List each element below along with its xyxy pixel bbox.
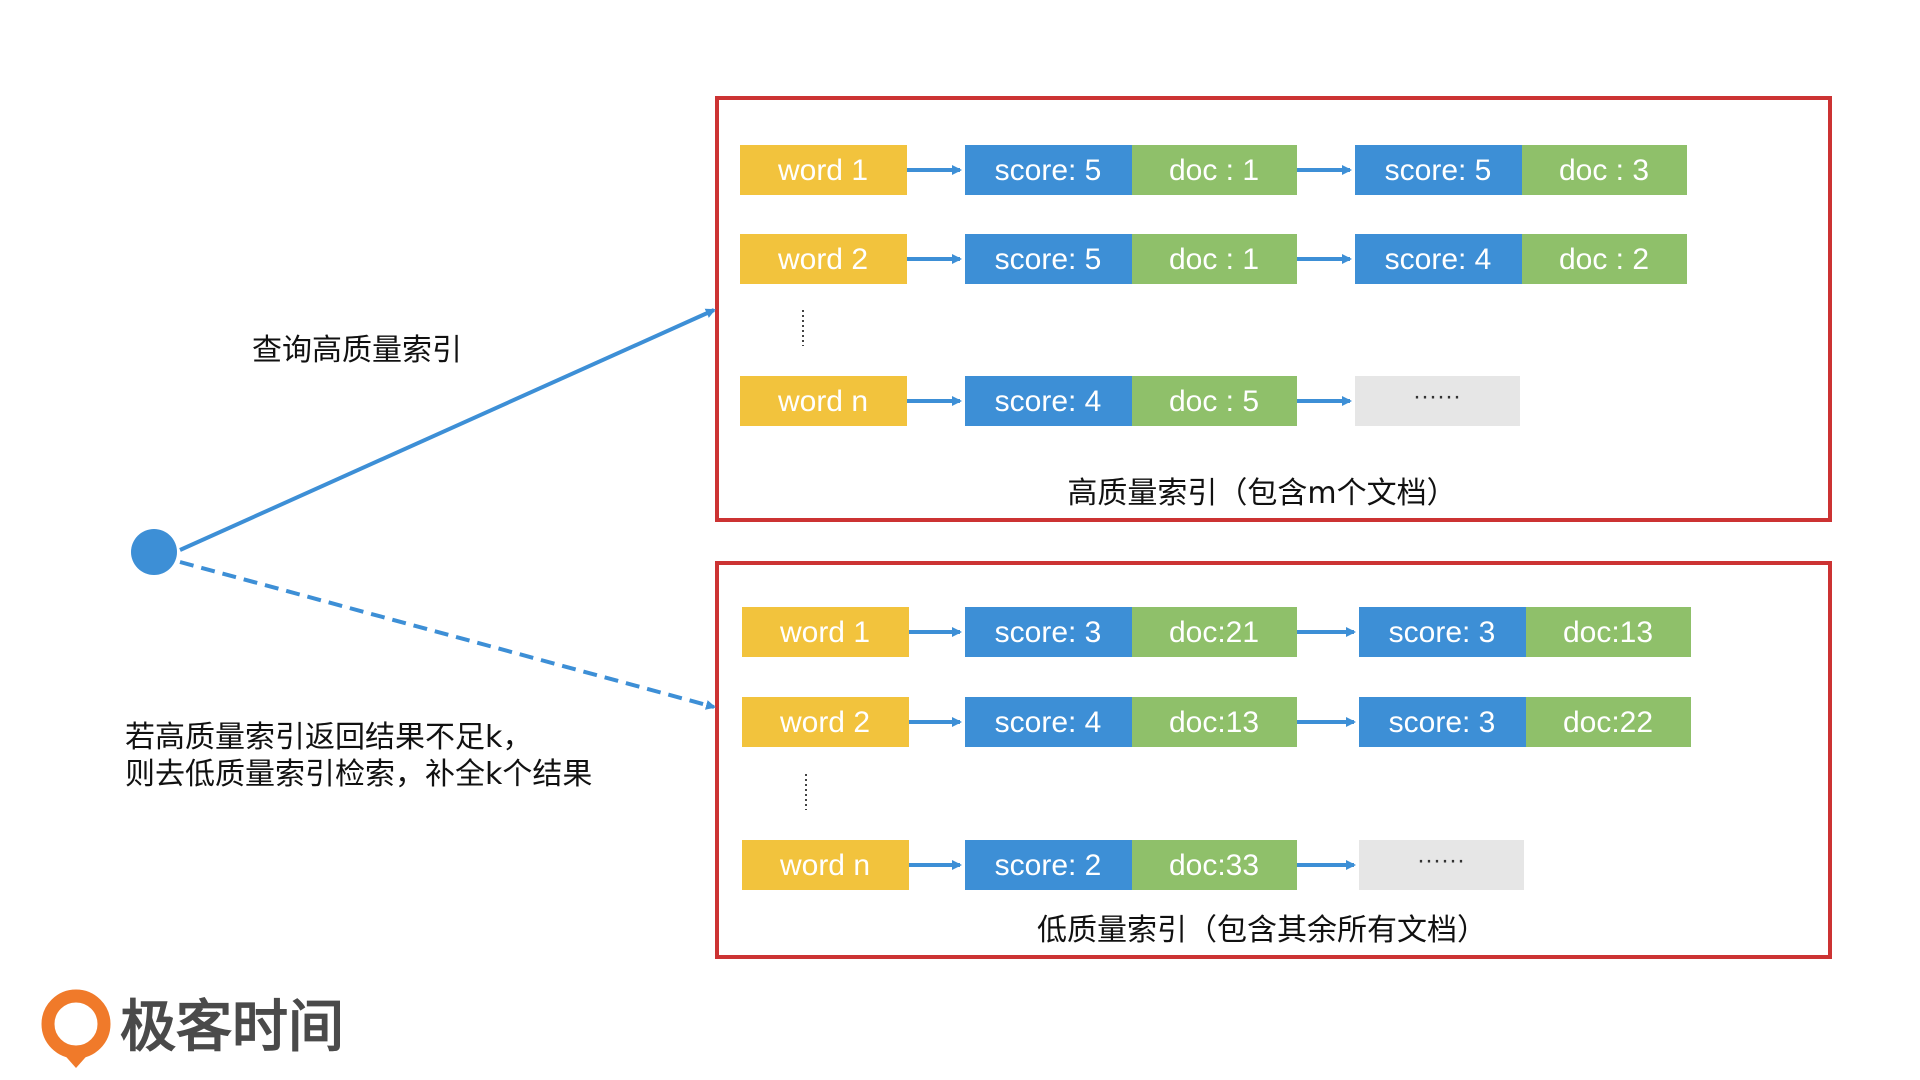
logo-text: 极客时间 <box>120 995 344 1060</box>
word-label: word 1 <box>777 154 868 187</box>
score-label: score: 5 <box>995 243 1102 276</box>
ellipsis-label: ······ <box>1413 383 1461 410</box>
word-label: word 1 <box>779 616 870 649</box>
doc-label: doc : 2 <box>1559 243 1649 276</box>
score-box <box>965 145 1132 195</box>
score-box <box>1355 234 1522 284</box>
doc-label: doc : 5 <box>1169 385 1259 418</box>
word-box <box>742 697 909 747</box>
low-index-row-word-1: word 1 score: 3 doc:21 score: 3 doc:13 <box>742 607 1691 657</box>
doc-box <box>1132 607 1297 657</box>
high-index-frame <box>715 96 1832 522</box>
score-label: score: 5 <box>1385 154 1492 187</box>
low-index-caption: 低质量索引（包含其余所有文档） <box>1037 913 1487 948</box>
high-index-row-word-n: word n score: 4 doc : 5 ······ <box>740 376 1520 426</box>
doc-label: doc : 3 <box>1559 154 1649 187</box>
score-box <box>1359 607 1526 657</box>
ellipsis-box <box>1359 840 1524 890</box>
query-high-label: 查询高质量索引 <box>252 333 462 368</box>
doc-box <box>1132 840 1297 890</box>
doc-box <box>1522 145 1687 195</box>
logo: 极客时间 <box>41 989 344 1068</box>
high-index-row-word-1: word 1 score: 5 doc : 1 score: 5 doc : 3 <box>740 145 1687 195</box>
doc-box <box>1132 145 1297 195</box>
low-index-row-word-2: word 2 score: 4 doc:13 score: 3 doc:22 <box>742 697 1691 747</box>
word-label: word 2 <box>779 706 870 739</box>
score-box <box>1359 697 1526 747</box>
score-label: score: 4 <box>1385 243 1492 276</box>
query-origin-node <box>131 529 177 575</box>
score-label: score: 5 <box>995 154 1102 187</box>
doc-label: doc:13 <box>1169 706 1259 739</box>
doc-box <box>1522 234 1687 284</box>
score-box <box>965 234 1132 284</box>
doc-label: doc:22 <box>1563 706 1653 739</box>
ellipsis-box <box>1355 376 1520 426</box>
doc-box <box>1132 376 1297 426</box>
score-label: score: 3 <box>995 616 1102 649</box>
word-label: word n <box>777 385 868 418</box>
word-box <box>742 607 909 657</box>
doc-box <box>1132 697 1297 747</box>
score-box <box>1355 145 1522 195</box>
fallback-label-line2: 则去低质量索引检索，补全k个结果 <box>125 757 592 792</box>
ellipsis-label: ······ <box>1417 847 1465 874</box>
fallback-low-arrow <box>179 560 716 710</box>
score-box <box>965 697 1132 747</box>
score-label: score: 4 <box>995 385 1102 418</box>
doc-box <box>1526 607 1691 657</box>
doc-box <box>1132 234 1297 284</box>
score-label: score: 2 <box>995 849 1102 882</box>
score-box <box>965 840 1132 890</box>
low-index-frame <box>715 561 1832 959</box>
doc-label: doc:33 <box>1169 849 1259 882</box>
high-index-caption: 高质量索引（包含m个文档） <box>1067 476 1456 511</box>
word-box <box>740 376 907 426</box>
query-high-arrow <box>179 308 716 552</box>
doc-label: doc : 1 <box>1169 154 1259 187</box>
low-index-row-word-n: word n score: 2 doc:33 ······ <box>742 840 1524 890</box>
score-box <box>965 376 1132 426</box>
high-index-row-word-2: word 2 score: 5 doc : 1 score: 4 doc : 2 <box>740 234 1687 284</box>
word-label: word 2 <box>777 243 868 276</box>
doc-label: doc : 1 <box>1169 243 1259 276</box>
word-box <box>740 234 907 284</box>
word-box <box>742 840 909 890</box>
doc-label: doc:13 <box>1563 616 1653 649</box>
doc-box <box>1526 697 1691 747</box>
word-label: word n <box>779 849 870 882</box>
fallback-label-line1: 若高质量索引返回结果不足k， <box>125 720 532 755</box>
score-label: score: 3 <box>1389 706 1496 739</box>
doc-label: doc:21 <box>1169 616 1259 649</box>
score-label: score: 4 <box>995 706 1102 739</box>
score-label: score: 3 <box>1389 616 1496 649</box>
word-box <box>740 145 907 195</box>
score-box <box>965 607 1132 657</box>
logo-icon <box>41 989 111 1068</box>
